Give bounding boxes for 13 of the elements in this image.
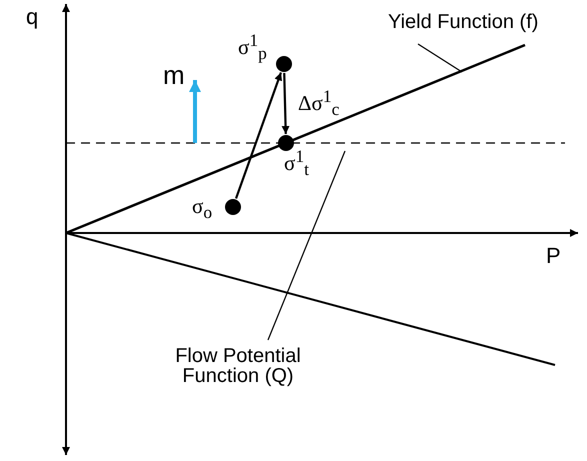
state-point xyxy=(278,135,294,151)
state-point xyxy=(225,199,241,215)
arrow xyxy=(282,72,290,134)
state-point xyxy=(276,56,292,72)
leader-line xyxy=(418,44,462,72)
function-label: Flow Potential Function (Q) xyxy=(138,346,338,386)
leader-line xyxy=(267,150,346,340)
function-label: Yield Function (f) xyxy=(388,12,538,32)
vector-label: m xyxy=(163,62,185,88)
axis-label: q xyxy=(26,6,38,28)
axis-label: P xyxy=(546,245,561,267)
stress-label: σ$_{o}$ xyxy=(192,196,212,222)
arrow xyxy=(234,72,282,199)
